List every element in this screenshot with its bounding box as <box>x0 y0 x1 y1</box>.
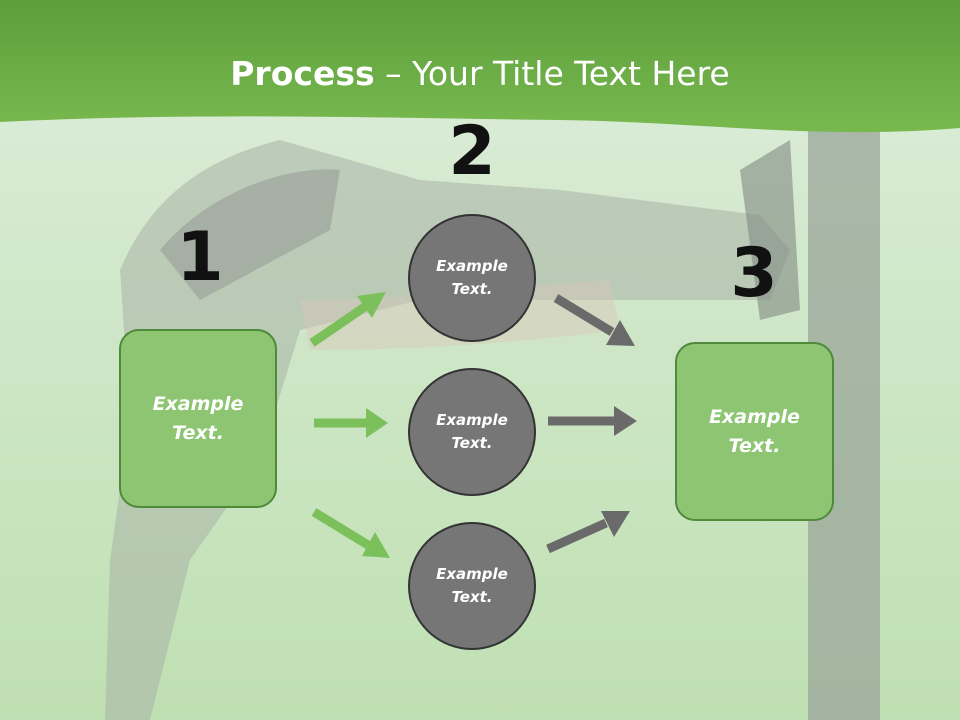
middle-circle-top-text: Example Text. <box>436 257 508 298</box>
middle-circle-bottom: Example Text. <box>408 522 536 650</box>
start-box-text: Example Text. <box>152 392 244 444</box>
arrow-center-to-end <box>548 406 637 436</box>
middle-circle-top: Example Text. <box>408 214 536 342</box>
arrow-start-to-top <box>309 292 386 347</box>
middle-circle-bottom-text: Example Text. <box>436 565 508 606</box>
end-box: Example Text. <box>675 342 834 521</box>
arrow-bottom-to-end <box>546 511 630 554</box>
slide-title: Process – Your Title Text Here <box>0 52 960 96</box>
middle-circle-center-text: Example Text. <box>436 411 508 452</box>
start-box: Example Text. <box>119 329 277 508</box>
shoe-shape <box>740 140 800 320</box>
arrow-top-to-end <box>553 294 635 346</box>
end-box-text: Example Text. <box>709 405 800 457</box>
arrow-start-to-center <box>314 408 388 438</box>
title-rest: – Your Title Text Here <box>374 54 730 93</box>
step-number-2: 2 <box>448 112 496 191</box>
arrow-start-to-bottom <box>311 508 390 558</box>
figure-shape <box>105 140 790 720</box>
step-number-1: 1 <box>176 218 224 297</box>
step-number-3: 3 <box>730 234 778 313</box>
title-band <box>0 0 960 133</box>
title-bold: Process <box>230 54 375 93</box>
middle-circle-center: Example Text. <box>408 368 536 496</box>
